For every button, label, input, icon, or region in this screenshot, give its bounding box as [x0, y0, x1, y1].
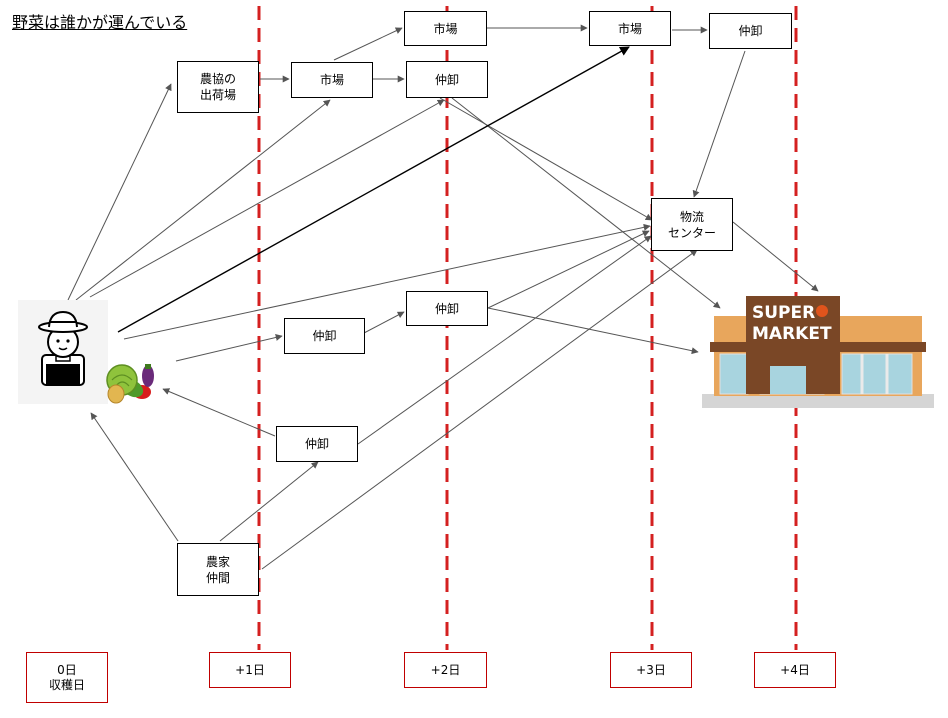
arrow-ichiba1-ichiba2a — [333, 27, 403, 61]
node-ichiba-2a: 市場 — [404, 11, 487, 46]
arrow-nokaNakama-nakaoroshi1b — [219, 461, 319, 542]
timeline-day-1: +1日 — [209, 652, 291, 688]
arrow-farmer-ichiba3 — [117, 46, 630, 333]
node-nakaoroshi-2b: 仲卸 — [406, 291, 488, 326]
supermarket-sign-line2: MARKET — [752, 324, 832, 344]
arrow-nakaoroshi4-butsuryu — [692, 50, 746, 198]
arrow-farmer-nakaoroshi2a — [89, 99, 445, 298]
arrow-nokaNakama-butsuryu — [261, 249, 698, 570]
node-butsuryu: 物流 センター — [651, 198, 733, 251]
arrow-nakaoroshi1a-nakaoroshi2b — [363, 311, 405, 334]
arrow-nokaNakama-farmer — [90, 412, 179, 542]
node-noka-nakama: 農家 仲間 — [177, 543, 259, 596]
supermarket-icon: SUPER MARKET — [702, 296, 934, 408]
arrow-farmer-nokyo — [67, 83, 172, 301]
flow-arrows — [67, 24, 819, 570]
supermarket-sign-line1: SUPER — [752, 303, 815, 323]
node-nakaoroshi-4: 仲卸 — [709, 13, 792, 49]
timeline-day-4: +4日 — [754, 652, 836, 688]
node-nakaoroshi-1a: 仲卸 — [284, 318, 365, 354]
timeline-day-0: 0日 収穫日 — [26, 652, 108, 703]
arrow-veg-nakaoroshi1a — [175, 334, 283, 362]
arrow-butsuryu-supermarket — [732, 221, 819, 292]
node-nakaoroshi-1b: 仲卸 — [276, 426, 358, 462]
arrow-nakaoroshi1b-butsuryu — [357, 235, 652, 445]
arrow-nakaoroshi2a-supermarket — [451, 97, 721, 309]
vegetables-icon — [106, 364, 154, 404]
timeline-day-2: +2日 — [404, 652, 487, 688]
arrow-nakaoroshi1b-veg — [162, 388, 276, 437]
arrow-farmer-ichiba1 — [75, 99, 331, 301]
farmer-icon — [18, 300, 108, 404]
node-nakaoroshi-2a: 仲卸 — [406, 61, 488, 98]
diagram-title: 野菜は誰かが運んでいる — [12, 13, 188, 32]
node-nokyo: 農協の 出荷場 — [177, 61, 259, 113]
timeline-day-3: +3日 — [610, 652, 692, 688]
node-ichiba-1: 市場 — [291, 62, 373, 98]
node-ichiba-3: 市場 — [589, 11, 671, 46]
arrow-nakaoroshi2b-butsuryu — [487, 230, 650, 309]
arrow-nakaoroshi2b-supermarket — [487, 307, 699, 355]
arrow-farmer-butsuryu — [123, 223, 651, 340]
arrow-nakaoroshi2a-butsuryu — [439, 97, 653, 221]
